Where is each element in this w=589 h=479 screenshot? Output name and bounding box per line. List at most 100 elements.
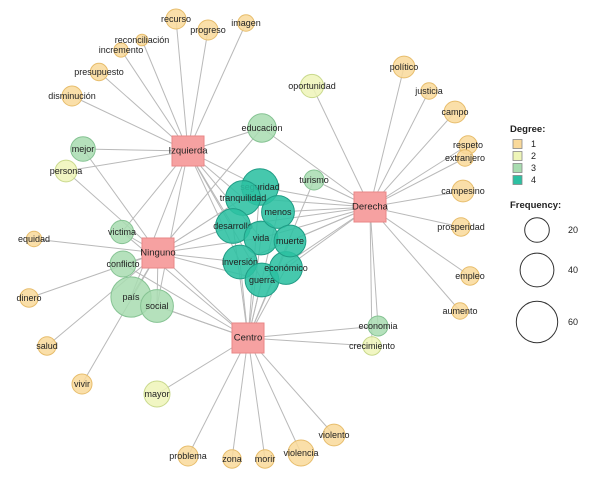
word-node-campo: campo [441, 100, 469, 124]
hub-node-ninguno: Ninguno [140, 237, 176, 269]
word-circle [61, 85, 83, 107]
word-circle [299, 73, 325, 99]
legend-degree-label: 3 [531, 163, 536, 173]
edge-izquierda-progreso [187, 29, 209, 152]
word-node-empleo: empleo [455, 266, 485, 286]
word-circle [197, 19, 219, 41]
word-label: oportunidad [288, 81, 336, 91]
word-circle [322, 423, 346, 447]
legend-degree-item: 4 [512, 175, 536, 185]
word-node-problema: problema [169, 445, 207, 467]
word-node-persona: persona [50, 159, 82, 183]
word-label: recurso [161, 14, 191, 24]
legend-swatch [512, 175, 523, 185]
word-circle [255, 449, 275, 469]
edge-derecha-empleo [369, 206, 471, 277]
word-node-menos: menos [261, 195, 295, 229]
legend-size-circle [524, 217, 550, 243]
edge-izquierda-disminucion [71, 95, 189, 152]
edge-derecha-economia [369, 206, 379, 327]
legend-degree-label: 2 [531, 151, 536, 161]
word-circle [54, 159, 78, 183]
word-label: respeto [453, 140, 483, 150]
word-node-campesino: campesino [441, 179, 485, 203]
legend-degree-item: 3 [512, 163, 536, 173]
edge-ninguno-vivir [81, 252, 159, 385]
edge-ninguno-salud [46, 252, 159, 347]
word-circle [451, 179, 475, 203]
hub-square [353, 191, 387, 223]
hub-square [231, 322, 265, 354]
edge-ninguno-mejor [82, 148, 159, 254]
word-label: educacion [241, 123, 282, 133]
edge-centro-conflicto [122, 263, 249, 339]
edge-izquierda-reconciliacion [141, 39, 189, 152]
word-circle [420, 82, 438, 100]
word-node-economia: economia [358, 315, 398, 337]
edge-derecha-justicia [369, 90, 430, 208]
word-label: seguridad [240, 182, 280, 192]
hub-label: Izquierda [168, 146, 208, 157]
word-label: menos [264, 207, 292, 217]
word-label: salud [36, 341, 58, 351]
word-label: victima [108, 227, 136, 237]
edge-izquierda-recurso [175, 18, 189, 152]
hub-label: Ninguno [140, 248, 175, 259]
word-circle [460, 266, 480, 286]
hub-label: Centro [234, 333, 263, 344]
legend-swatch [512, 139, 523, 149]
word-label: zona [222, 454, 242, 464]
word-circle [19, 288, 39, 308]
legend-frequency-label: 20 [568, 225, 578, 235]
legend-frequency-title: Frequency: [510, 200, 561, 211]
word-node-mayor: mayor [143, 380, 171, 408]
word-label: tranquilidad [220, 193, 267, 203]
edge-derecha-oportunidad [311, 85, 371, 208]
legend-size-circle [515, 300, 559, 344]
word-circle [25, 230, 43, 248]
word-label: justicia [414, 86, 443, 96]
edge-izquierda-persona [65, 150, 189, 172]
edge-derecha-aumento [369, 206, 461, 312]
word-node-aumento: aumento [442, 302, 478, 320]
word-node-violento: violento [318, 423, 350, 447]
word-label: campesino [441, 186, 485, 196]
word-label: presupuesto [74, 67, 124, 77]
word-circle [70, 136, 96, 162]
word-node-justicia: justicia [414, 82, 443, 100]
word-label: social [145, 301, 168, 311]
word-circle [143, 380, 171, 408]
word-node-crecimiento: crecimiento [349, 336, 395, 356]
word-label: vivir [74, 379, 90, 389]
word-node-equidad: equidad [18, 230, 50, 248]
word-node-mejor: mejor [70, 136, 96, 162]
edge-ninguno-dinero [28, 252, 159, 299]
word-label: guerra [249, 275, 275, 285]
word-node-prosperidad: prosperidad [437, 217, 485, 237]
word-circle [261, 195, 295, 229]
word-label: mejor [72, 144, 95, 154]
hub-node-derecha: Derecha [352, 191, 389, 223]
hub-node-izquierda: Izquierda [168, 135, 208, 167]
word-node-muerte: muerte [273, 224, 307, 258]
word-label: económico [264, 263, 308, 273]
word-label: violencia [283, 448, 318, 458]
word-circle [135, 33, 149, 47]
word-label: mayor [144, 389, 169, 399]
word-node-imagen: imagen [231, 14, 261, 32]
word-label: vida [253, 233, 270, 243]
word-label: violento [318, 430, 349, 440]
word-circle [273, 224, 307, 258]
edge-centro-morir [247, 337, 266, 460]
edge-ninguno-educacion [157, 127, 263, 254]
word-node-educacion: educacion [241, 113, 283, 143]
legend-frequency-label: 40 [568, 265, 578, 275]
word-circle [109, 219, 135, 245]
word-node-victima: victima [108, 219, 136, 245]
legend-degree-item: 2 [512, 151, 536, 161]
word-label: desarrollo [213, 221, 253, 231]
word-node-reconciliacion: reconciliación [115, 33, 169, 47]
